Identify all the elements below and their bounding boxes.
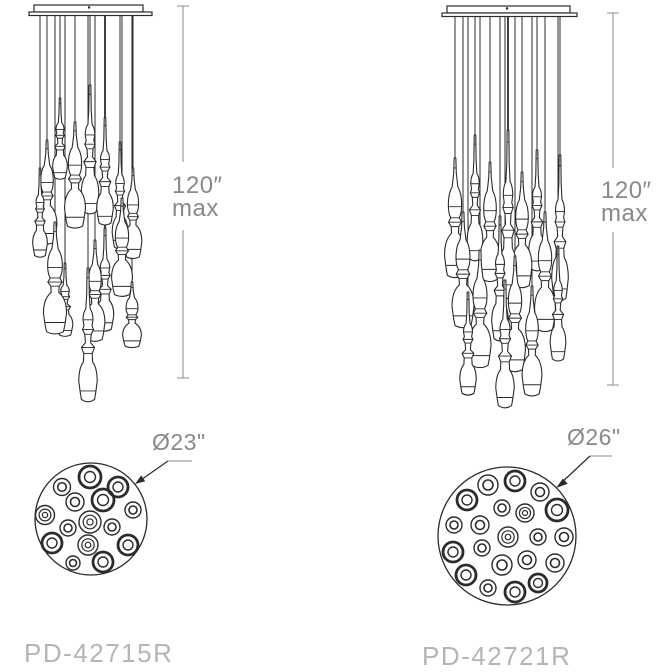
pendant-ring	[545, 553, 565, 573]
plan-view	[437, 466, 577, 606]
pendant-ring	[441, 540, 465, 564]
pendant-ring	[65, 492, 85, 512]
diameter-leader	[135, 460, 192, 484]
pendant-ring	[527, 572, 549, 594]
pendant-ring	[455, 488, 479, 512]
canopy-screw	[88, 6, 91, 9]
pendant-ring	[473, 539, 491, 557]
pendant-ring	[91, 550, 115, 574]
pendant-ring	[65, 555, 81, 571]
pendant-ring	[503, 469, 527, 493]
pendant-ring	[517, 550, 537, 570]
diameter-label-left: Ø23"	[152, 429, 206, 455]
canopy-plate	[28, 11, 153, 17]
pendant-ring	[470, 515, 490, 535]
pendant-ring	[529, 528, 547, 546]
pendant-ring	[103, 518, 121, 536]
pendant-ring	[497, 526, 519, 548]
pendant-ring	[106, 475, 130, 499]
pendants	[32, 84, 143, 403]
canopy-screw	[506, 7, 509, 10]
pendant-ring	[34, 504, 56, 526]
height-dimension-label-right: 120″ max	[601, 177, 652, 227]
pendant-ring	[503, 580, 527, 604]
pendant-ring	[124, 501, 142, 519]
height-dimension-label-left: 120″ max	[172, 172, 223, 222]
pendant-ring	[479, 579, 497, 597]
pendant-ring	[454, 563, 478, 587]
pendant-ring	[90, 487, 116, 513]
arrowhead-icon	[556, 478, 568, 488]
height-dimension-line	[607, 12, 619, 386]
pendant-ring	[77, 534, 99, 556]
pendant-ring	[477, 474, 499, 496]
pendant-glass	[96, 117, 114, 226]
canopy-outline-circle	[34, 462, 148, 576]
pendant-ring	[78, 510, 102, 534]
pendant-ring	[554, 527, 574, 547]
pendant-ring	[530, 482, 550, 502]
arrowhead-icon	[135, 475, 146, 484]
fixture-PD-42715R	[28, 4, 192, 576]
canopy	[28, 4, 153, 17]
diameter-leader	[556, 455, 612, 488]
pendant-ring	[77, 464, 103, 490]
pendant-ring	[445, 516, 463, 534]
product-code-right: PD-42721R	[422, 641, 572, 671]
height-dimension-line	[177, 5, 189, 379]
pendant-ring	[40, 531, 64, 555]
canopy-plate	[441, 12, 578, 18]
plan-view	[34, 462, 148, 576]
pendant-ring	[52, 477, 72, 497]
pendant-ring	[491, 554, 513, 576]
canopy-outline-circle	[437, 466, 577, 606]
diameter-label-right: Ø26"	[567, 424, 621, 450]
pendant-ring	[515, 503, 535, 523]
canopy-box	[446, 5, 571, 14]
pendant-ring	[493, 499, 511, 517]
pendant-ring	[59, 519, 77, 537]
cords	[454, 16, 561, 300]
pendant-ring	[544, 497, 570, 523]
product-code-left: PD-42715R	[24, 638, 174, 668]
canopy	[441, 5, 578, 18]
fixture-PD-42721R	[437, 5, 619, 606]
pendant-glass	[80, 84, 100, 215]
pendant-glass	[64, 121, 86, 229]
pendant-ring	[116, 533, 140, 557]
